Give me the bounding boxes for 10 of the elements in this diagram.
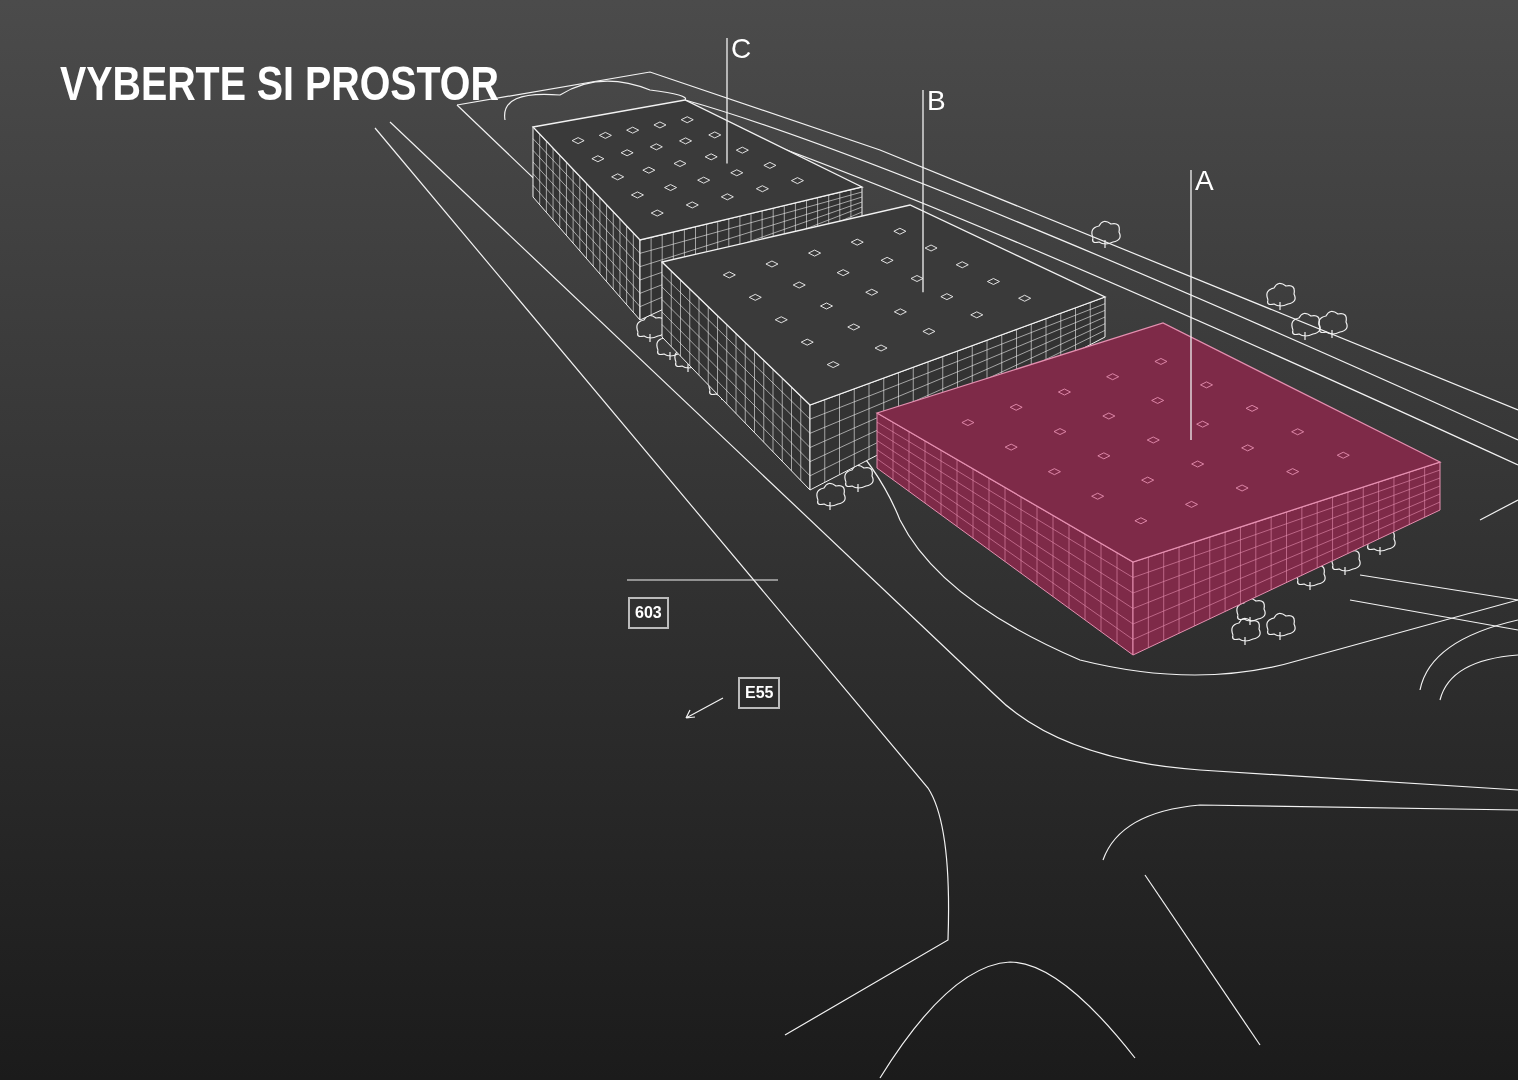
building-label: B — [927, 86, 946, 116]
road-number-sign: 603 — [628, 597, 669, 629]
building-label: A — [1195, 166, 1214, 196]
leader-line — [1190, 169, 1192, 441]
building-label: C — [731, 34, 752, 64]
road-number-sign: E55 — [738, 677, 781, 709]
building-drawing — [875, 322, 1442, 656]
leader-line — [726, 37, 728, 165]
leader-line — [922, 89, 924, 293]
title: VYBERTE SI PROSTOR — [60, 58, 499, 110]
